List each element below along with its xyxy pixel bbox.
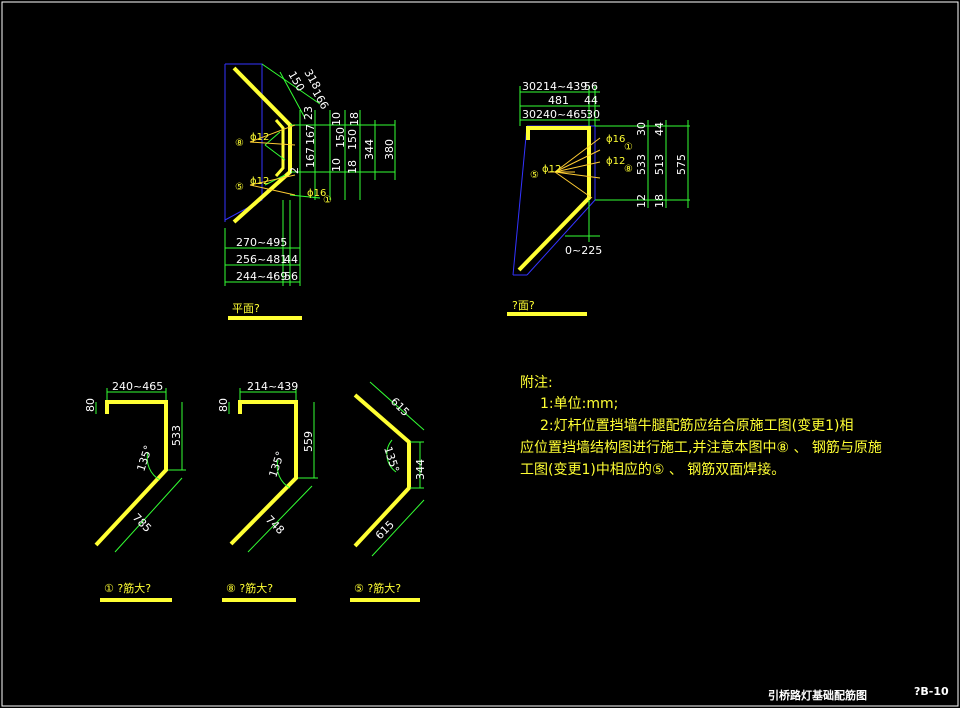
- elev-dim-30d: 30: [635, 122, 648, 136]
- detail-bar-5: 615 135° 344 615 ⑤ ?筋大?: [350, 381, 427, 602]
- detail-1-left-dim: 80: [84, 398, 97, 412]
- detail-1-title: ① ?筋大?: [104, 581, 151, 595]
- plan-dim-167a: 167: [304, 124, 317, 145]
- elev-bar-mark-5: ⑤: [530, 170, 539, 181]
- plan-bar-mark-8: ⑧: [235, 138, 244, 149]
- plan-dim-2: 2: [288, 167, 301, 174]
- notes-line-2: 2:灯杆位置挡墙牛腿配筋应结合原施工图(变更1)相: [540, 418, 854, 434]
- plan-bar-mark-5: ⑤: [235, 182, 244, 193]
- elevation-rebar: [517, 126, 591, 272]
- elevation-dim-lines: [519, 86, 690, 242]
- detail-5-title-underline: [350, 598, 420, 602]
- plan-dim-23: 23: [302, 106, 315, 120]
- detail-5-title: ⑤ ?筋大?: [354, 581, 401, 595]
- elev-bar-mark-1: ①: [624, 142, 633, 153]
- elev-bar-dia-16: ϕ16: [606, 134, 625, 145]
- drawing-number: ?B-10: [914, 685, 949, 698]
- elev-dim-481: 481: [548, 94, 569, 107]
- plan-dim-56: 56: [284, 270, 298, 283]
- plan-dim-10a: 10: [330, 112, 343, 126]
- elev-dim-18: 18: [653, 194, 666, 208]
- plan-rebar: [232, 66, 292, 224]
- elev-dim-30b: 30: [522, 108, 536, 121]
- plan-dim-244-469: 244~469: [236, 270, 287, 283]
- plan-dim-150b: 150: [346, 129, 359, 150]
- detail-8-left-dim: 80: [217, 398, 230, 412]
- elev-dim-0-225: 0~225: [565, 244, 602, 257]
- plan-dim-44: 44: [284, 253, 298, 266]
- plan-dim-256-481: 256~481: [236, 253, 287, 266]
- detail-1-right-dim: 533: [170, 425, 183, 446]
- plan-wall-outline: [224, 63, 263, 221]
- notes-heading: 附注:: [520, 375, 553, 391]
- elev-dim-513: 513: [653, 154, 666, 175]
- elev-dim-30a: 30: [522, 80, 536, 93]
- plan-bar-mark-1: ①: [323, 195, 332, 206]
- plan-title: 平面?: [232, 302, 260, 315]
- plan-dim-10b: 10: [330, 158, 343, 172]
- elev-dim-575: 575: [675, 154, 688, 175]
- notes-line-4: 工图(变更1)中相应的⑤ 、 钢筋双面焊接。: [520, 462, 786, 478]
- elev-dim-44b: 44: [653, 122, 666, 136]
- detail-8-title-underline: [222, 598, 296, 602]
- plan-dim-18a: 18: [348, 112, 361, 126]
- detail-5-rebar: [353, 393, 411, 548]
- plan-title-underline: [228, 316, 302, 320]
- notes-line-3: 应位置挡墙结构图进行施工,并注意本图中⑧ 、 钢筋与原施: [520, 440, 882, 456]
- elev-bar-dia-12b: ϕ12: [542, 164, 561, 175]
- elevation-title: ?面?: [512, 299, 535, 312]
- elev-bar-mark-8: ⑧: [624, 164, 633, 175]
- elev-dim-214-439: 214~439: [536, 80, 587, 93]
- drawing-title: 引桥路灯基础配筋图: [768, 689, 867, 702]
- plan-dim-344: 344: [363, 139, 376, 160]
- elev-dim-56: 56: [584, 80, 598, 93]
- elevation-title-underline: [507, 312, 587, 316]
- plan-bar-dia-12b: ϕ12: [250, 176, 269, 187]
- plan-dim-270-495: 270~495: [236, 236, 287, 249]
- plan-dim-lines: [224, 63, 396, 286]
- notes-line-1: 1:单位:mm;: [540, 396, 619, 412]
- plan-bar-dia-16: ϕ16: [307, 188, 326, 199]
- elev-dim-12: 12: [635, 194, 648, 208]
- detail-1-rebar: [94, 400, 168, 547]
- detail-1-top-dim: 240~465: [112, 380, 163, 393]
- detail-8-right-dim: 559: [302, 431, 315, 452]
- plan-bar-dia-12a: ϕ12: [250, 132, 269, 143]
- elev-dim-44a: 44: [584, 94, 598, 107]
- detail-bar-1: 240~465 80 533 135° 785 ① ?筋大?: [84, 380, 186, 602]
- elev-bar-dia-12a: ϕ12: [606, 156, 625, 167]
- plan-leaders: [249, 124, 296, 196]
- detail-1-title-underline: [100, 598, 172, 602]
- plan-dim-167b: 167: [304, 147, 317, 168]
- detail-5-right-dim: 344: [414, 459, 427, 480]
- plan-dim-150a: 150: [334, 127, 347, 148]
- elev-dim-30c: 30: [586, 108, 600, 121]
- elevation-view: 30 214~439 56 481 44 30 240~465 30 30 53…: [507, 80, 690, 316]
- plan-dim-18b: 18: [346, 160, 359, 174]
- detail-8-top-dim: 214~439: [247, 380, 298, 393]
- detail-8-rebar: [229, 400, 298, 546]
- elevation-leaders: [548, 137, 601, 199]
- elev-dim-240-465: 240~465: [536, 108, 587, 121]
- elev-dim-533: 533: [635, 154, 648, 175]
- plan-dim-380: 380: [383, 139, 396, 160]
- detail-8-title: ⑧ ?筋大?: [226, 581, 273, 595]
